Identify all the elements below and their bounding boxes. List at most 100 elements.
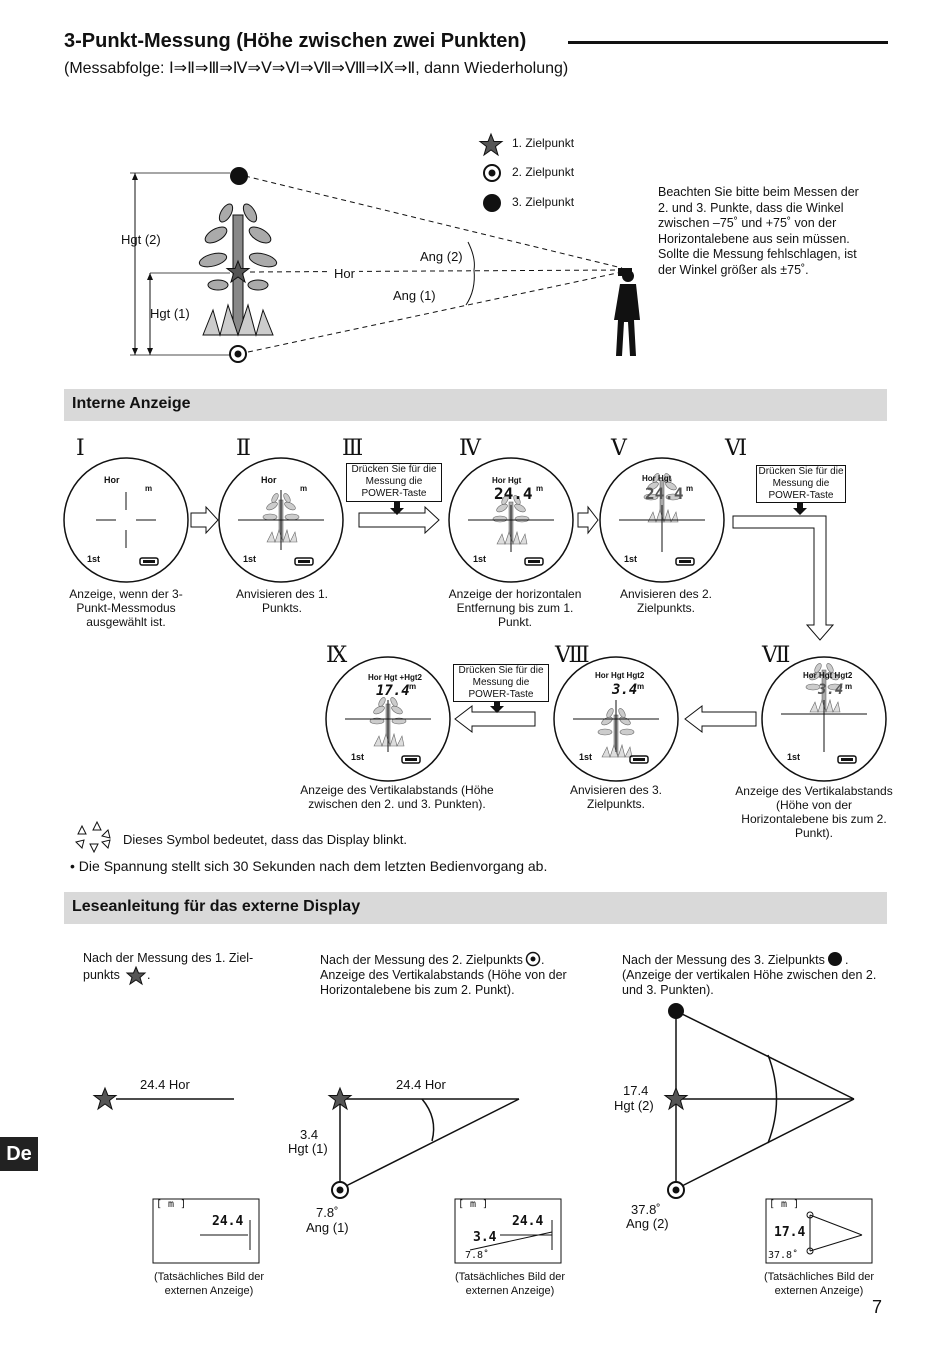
display-hor-indicator: Hor (104, 475, 120, 485)
display-unit: m (686, 484, 694, 493)
dot-icon (828, 952, 842, 966)
display-first-indicator: 1st (351, 752, 365, 762)
screen-angle: 7.8˚ (465, 1250, 490, 1261)
legend-first-target: 1. Zielpunkt (512, 136, 575, 150)
page-number: 7 (872, 1297, 883, 1317)
power-button-hint: Drücken Sie für die Messung die POWER-Ta… (453, 664, 549, 702)
hor-value-label: 24.4 Hor (140, 1077, 190, 1092)
display-value: 24.4 (494, 484, 533, 503)
hor-label: Hor (330, 266, 359, 281)
internal-display-row-2 (325, 656, 887, 782)
screen-angle: 37.8˚ (768, 1250, 799, 1261)
hgt2-label: Hgt (2) (121, 232, 161, 247)
internal-display-row-1 (63, 457, 835, 641)
display-indicator: Hor Hgt Hgt2 (595, 671, 645, 680)
screen-unit: [ m ] (458, 1199, 489, 1210)
step-numeral: Ⅱ (236, 436, 251, 461)
screen-unit: [ m ] (769, 1199, 800, 1210)
ext-col1-text: punkts (83, 968, 120, 982)
display-first-indicator: 1st (787, 752, 801, 762)
section-internal-heading: Interne Anzeige (72, 395, 191, 412)
external-diagram-3 (664, 1003, 855, 1199)
measurement-sequence: (Messabfolge: Ⅰ⇒Ⅱ⇒Ⅲ⇒Ⅳ⇒Ⅴ⇒Ⅵ⇒Ⅶ⇒Ⅷ⇒Ⅸ⇒Ⅱ, dann … (64, 60, 569, 77)
display-value: 24.4 (645, 484, 684, 503)
step-numeral: Ⅰ (76, 436, 85, 461)
step-numeral: Ⅳ (459, 436, 481, 461)
third-target-dot (230, 167, 248, 185)
ang-value: 37.8˚ (631, 1202, 661, 1217)
hgt-label: Hgt (2) (614, 1098, 654, 1113)
display-value: 3.4 (612, 682, 638, 698)
ext-col2-text: Horizontalebene bis zum 2. Punkt). (320, 983, 515, 997)
display-unit: m (300, 484, 308, 493)
star-icon (125, 965, 147, 986)
step-caption: Anvisieren des 3. Zielpunkts. (569, 783, 663, 811)
step-caption: Anzeige des Vertikalabstands (Höhe zwisc… (300, 783, 494, 811)
ang-value: 7.8˚ (316, 1205, 339, 1220)
display-unit: m (145, 484, 153, 493)
ang-label: Ang (2) (626, 1216, 669, 1231)
section-internal-display: Interne Anzeige (64, 389, 887, 421)
external-diagram-1 (93, 1087, 234, 1110)
external-screens (152, 1198, 873, 1264)
step-caption: Anvisieren des 2. Zielpunkts. (619, 587, 713, 615)
angle-note: Beachten Sie bitte beim Messen der 2. un… (658, 185, 859, 277)
section-external-display: Leseanleitung für das externe Display (64, 892, 887, 924)
step-numeral: Ⅷ (555, 643, 590, 668)
ext-col3-text: und 3. Punkten). (622, 983, 714, 997)
title-rule (568, 41, 888, 44)
step-caption: Anvisieren des 1. Punkts. (235, 587, 329, 615)
power-off-note: • Die Spannung stellt sich 30 Sekunden n… (70, 858, 548, 874)
ang2-label: Ang (2) (420, 249, 463, 264)
screen-caption: (Tatsächliches Bild der externen Anzeige… (153, 1271, 265, 1297)
target-icon (525, 951, 541, 967)
screen-value: 24.4 (512, 1214, 544, 1229)
display-unit: m (409, 682, 417, 691)
power-button-hint: Drücken Sie für die Messung die POWER-Ta… (756, 465, 846, 503)
ext-col2-text: Nach der Messung des 2. Zielpunkts (320, 953, 523, 967)
screen-unit: [ m ] (156, 1199, 187, 1210)
hgt-label: Hgt (1) (288, 1141, 328, 1156)
ext-col1-text: Nach der Messung des 1. Ziel- (83, 951, 254, 965)
external-diagram-2 (328, 1087, 520, 1199)
hgt1-label: Hgt (1) (150, 306, 190, 321)
step-caption: Anzeige der horizontalen Entfernung bis … (448, 587, 582, 629)
hor-value-label: 24.4 Hor (396, 1077, 446, 1092)
ext-col3-text: (Anzeige der vertikalen Höhe zwischen de… (622, 968, 877, 982)
display-hor-hgt-indicator: Hor Hgt (642, 474, 672, 483)
screen-value: 17.4 (774, 1225, 806, 1240)
legend-second-target: 2. Zielpunkt (512, 165, 575, 179)
step-caption: Anzeige des Vertikalabstands (Höhe von d… (735, 784, 893, 840)
display-indicator: Hor Hgt Hgt2 (803, 671, 853, 680)
display-first-indicator: 1st (579, 752, 593, 762)
display-first-indicator: 1st (473, 554, 487, 564)
step-numeral: Ⅴ (611, 436, 627, 461)
three-point-diagram (130, 133, 640, 363)
step-caption: Anzeige, wenn der 3-Punkt-Messmodus ausg… (69, 587, 183, 629)
hgt-value: 3.4 (300, 1127, 319, 1142)
display-first-indicator: 1st (87, 554, 101, 564)
step-numeral: Ⅸ (326, 643, 348, 668)
step-numeral: Ⅶ (762, 643, 791, 668)
step-numeral: Ⅵ (725, 436, 748, 461)
hgt-value: 17.4 (623, 1083, 649, 1098)
ext-col2-text: Anzeige des Vertikalabstands (Höhe von d… (320, 968, 567, 982)
legend-third-target: 3. Zielpunkt (512, 195, 575, 209)
blink-symbol (75, 820, 111, 854)
ext-col3-text: Nach der Messung des 3. Zielpunkts (622, 953, 825, 967)
display-hor-hgt-indicator: Hor Hgt (492, 476, 522, 485)
ang-label: Ang (1) (306, 1220, 349, 1235)
section-external-heading: Leseanleitung für das externe Display (72, 898, 361, 915)
power-button-hint: Drücken Sie für die Messung die POWER-Ta… (346, 463, 442, 502)
screen-secondary: 3.4 (473, 1230, 497, 1245)
screen-caption: (Tatsächliches Bild der externen Anzeige… (454, 1271, 566, 1297)
screen-value: 24.4 (212, 1214, 244, 1229)
page-title: 3-Punkt-Messung (Höhe zwischen zwei Punk… (64, 30, 527, 52)
display-first-indicator: 1st (624, 554, 638, 564)
display-hor-indicator: Hor (261, 475, 277, 485)
display-unit: m (536, 484, 544, 493)
language-tab: De (0, 1137, 38, 1171)
display-indicator: Hor Hgt +Hgt2 (368, 673, 422, 682)
step-numeral: Ⅲ (342, 436, 364, 461)
